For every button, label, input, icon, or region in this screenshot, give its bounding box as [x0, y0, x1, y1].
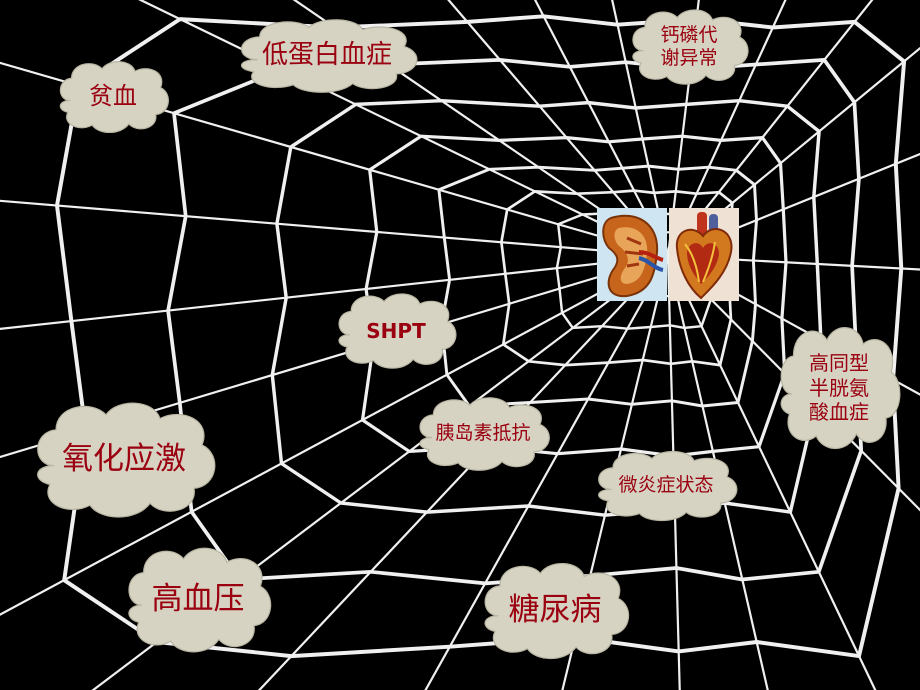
web-spiral-strand [360, 134, 788, 458]
kidney-heart-image [597, 208, 739, 301]
web-radial-strand [0, 199, 669, 258]
cloud-label-hypoalbuminemia: 低蛋白血症 [261, 40, 392, 71]
cloud-anemia: 贫血 [52, 56, 174, 138]
cloud-label-homocysteinemia: 高同型 半胱氨 酸血症 [809, 351, 869, 425]
cloud-shape [624, 4, 754, 90]
cloud-homocysteinemia: 高同型 半胱氨 酸血症 [772, 318, 906, 458]
cloud-shape [228, 14, 426, 98]
cloud-shape [588, 446, 744, 526]
cloud-shape [52, 56, 174, 138]
cloud-label-diabetes: 糖尿病 [508, 592, 602, 629]
cloud-label-oxidative-stress: 氧化应激 [62, 441, 186, 478]
cloud-diabetes: 糖尿病 [474, 556, 636, 666]
kidney-icon [597, 208, 667, 301]
web-radial-strand [0, 255, 669, 616]
cloud-shape [330, 288, 462, 374]
cloud-label-shpt: SHPT [366, 318, 426, 343]
cloud-label-anemia: 贫血 [89, 82, 137, 111]
cloud-label-calcium-phosphate: 钙磷代 谢异常 [660, 23, 718, 69]
cloud-label-microinflammation: 微炎症状态 [618, 474, 714, 497]
heart-icon [669, 208, 739, 301]
web-radial-strand [138, 0, 669, 257]
cloud-insulin-resistance: 胰岛素抵抗 [410, 392, 556, 476]
cloud-shape [410, 392, 556, 476]
cloud-shpt: SHPT [330, 288, 462, 374]
web-spiral-strand [500, 189, 734, 367]
cloud-label-hypertension: 高血压 [151, 581, 245, 618]
web-spiral-strand [437, 164, 758, 408]
cloud-hypoalbuminemia: 低蛋白血症 [228, 14, 426, 98]
web-radial-strand [257, 255, 669, 690]
cloud-shape [24, 394, 224, 526]
web-radial-strand [667, 255, 877, 690]
cloud-microinflammation: 微炎症状态 [588, 446, 744, 526]
cloud-oxidative-stress: 氧化应激 [24, 394, 224, 526]
cloud-hypertension: 高血压 [118, 540, 278, 660]
cloud-label-insulin-resistance: 胰岛素抵抗 [435, 422, 531, 445]
web-spiral-strand [270, 98, 823, 517]
cloud-shape [118, 540, 278, 660]
cloud-shape [772, 318, 906, 458]
web-radial-strand [0, 254, 669, 331]
cloud-shape [474, 556, 636, 666]
web-radial-strand [424, 255, 669, 690]
cloud-calcium-phosphate: 钙磷代 谢异常 [624, 4, 754, 90]
